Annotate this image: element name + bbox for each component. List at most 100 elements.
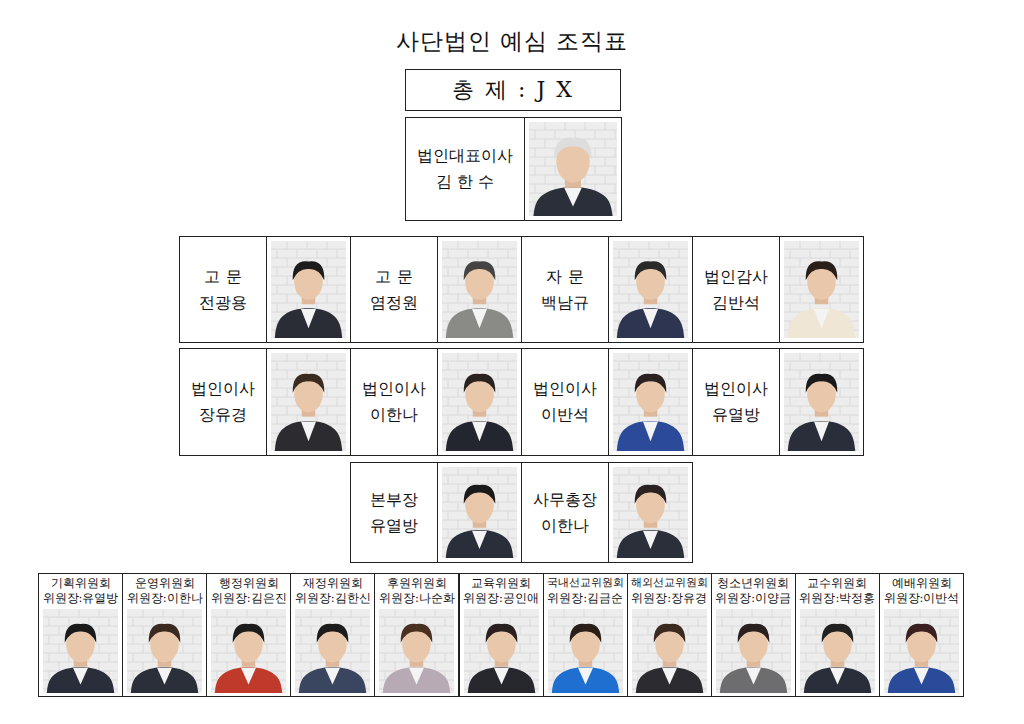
brick-wall (613, 241, 688, 330)
person-card: 법인이사유열방 (692, 348, 864, 456)
portrait-photo (442, 467, 517, 558)
role-label: 고 문 (204, 264, 241, 290)
shoulders (446, 308, 514, 338)
name-label: 김반석 (712, 290, 760, 316)
role-label: 재정위원회 (303, 576, 363, 591)
hair (906, 624, 938, 643)
shoulders (533, 187, 612, 216)
text-area: 운영위원회위원장:이한나 (123, 574, 206, 608)
hair (822, 624, 854, 643)
hair (401, 624, 433, 643)
committee-card: 국내선교위원회위원장:김금순 (543, 573, 628, 697)
portrait-photo (613, 241, 688, 338)
portrait-photo (127, 609, 202, 693)
cell-divider (524, 118, 525, 220)
hair (293, 261, 325, 280)
collar (472, 531, 487, 549)
text-area: 법인감사김반석 (693, 237, 779, 342)
role-label: 기획위원회 (51, 576, 111, 591)
photo-background (632, 609, 707, 693)
person-card: 자 문백남규 (521, 236, 693, 343)
committee-card: 재정위원회위원장:김한신 (290, 573, 375, 697)
role-label: 법인이사 (362, 376, 426, 402)
person-card: 고 문염정원 (350, 236, 522, 343)
shoulders (635, 667, 703, 693)
role-label: 법인이사 (533, 376, 597, 402)
shoulders (720, 667, 788, 693)
cell-divider (779, 349, 780, 455)
name-label: 장유경 (199, 402, 247, 428)
role-label: 법인이사 (191, 376, 255, 402)
cell-divider (608, 349, 609, 455)
collar (643, 422, 658, 442)
name-label: 염정원 (370, 290, 418, 316)
text-area: 법인대표이사김 한 수 (406, 118, 524, 220)
role-label: 청소년위원회 (717, 576, 789, 591)
collar (814, 422, 829, 442)
photo-background (271, 353, 346, 451)
name-label: 유열방 (370, 513, 418, 539)
person-card: 법인대표이사김 한 수 (405, 117, 622, 221)
cell-divider (437, 349, 438, 455)
portrait-photo (800, 609, 875, 693)
shoulders (888, 667, 956, 693)
hair (65, 624, 97, 643)
shoulders (617, 308, 685, 338)
name-label: 백남규 (541, 290, 589, 316)
text-area: 행정위원회위원장:김은진 (207, 574, 290, 608)
collar (746, 668, 761, 685)
name-label: 이반석 (541, 402, 589, 428)
portrait-photo (379, 609, 454, 693)
name-label: 위원장:장유경 (631, 591, 707, 606)
text-area: 총 제 : J X (406, 70, 620, 110)
text-area: 청소년위원회위원장:이양금 (712, 574, 795, 608)
hair (554, 137, 591, 159)
collar (564, 188, 582, 207)
shoulders (804, 667, 872, 693)
role-label: 예배위원회 (892, 576, 952, 591)
text-area: 교수위원회위원장:박정홍 (796, 574, 879, 608)
head-box: 총 제 : J X (405, 69, 621, 111)
committee-card: 운영위원회위원장:이한나 (122, 573, 207, 697)
hair (464, 261, 496, 280)
collar (73, 668, 88, 685)
brick-wall (442, 241, 517, 330)
role-label: 해외선교위원회 (631, 576, 708, 591)
collar (643, 309, 658, 328)
photo-background (464, 609, 539, 693)
hair (149, 624, 181, 643)
collar (472, 422, 487, 442)
role-label: 사무총장 (533, 487, 597, 513)
name-label: 이한나 (541, 513, 589, 539)
hair (806, 261, 838, 280)
hair (635, 261, 667, 280)
name-label: 위원장:유열방 (43, 591, 119, 606)
brick-wall (784, 353, 859, 442)
portrait-photo (784, 353, 859, 451)
photo-background (211, 609, 286, 693)
name-label: 위원장:김은진 (211, 591, 287, 606)
photo-background (271, 241, 346, 338)
role-label: 법인감사 (704, 264, 768, 290)
photo-background (784, 241, 859, 338)
portrait-photo (295, 609, 370, 693)
portrait-photo (716, 609, 791, 693)
photo-background (613, 467, 688, 558)
photo-background (529, 122, 617, 216)
portrait-photo (632, 609, 707, 693)
photo-background (442, 241, 517, 338)
collar (241, 668, 256, 685)
portrait-photo (548, 609, 623, 693)
shoulders (275, 421, 343, 451)
shoulders (446, 421, 514, 451)
text-area: 본부장유열방 (351, 463, 437, 562)
portrait-photo (613, 353, 688, 451)
name-label: 위원장:나순화 (379, 591, 455, 606)
person-card: 사무총장이한나 (521, 462, 693, 563)
role-label: 법인대표이사 (417, 143, 513, 169)
cell-divider (608, 237, 609, 342)
committee-card: 해외선교위원회위원장:장유경 (627, 573, 712, 697)
person-card: 법인이사이한나 (350, 348, 522, 456)
role-label: 총 제 : J X (452, 72, 574, 107)
photo-background (442, 353, 517, 451)
